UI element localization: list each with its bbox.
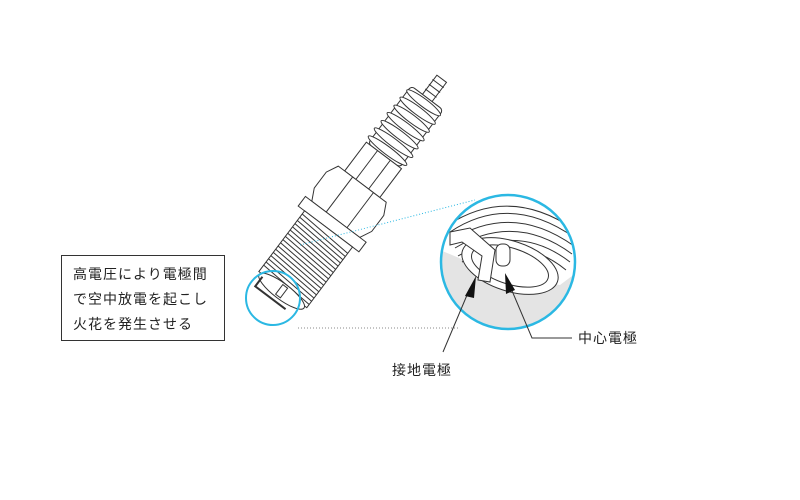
center-electrode-leader xyxy=(505,273,572,339)
spark-plug xyxy=(253,74,448,311)
ground-electrode xyxy=(449,227,496,283)
description-callout: 高電圧により電極間 で空中放電を起こし 火花を発生させる xyxy=(61,255,225,341)
insulator-ribs xyxy=(367,87,443,167)
ground-electrode-label: 接地電極 xyxy=(392,363,452,379)
ground-electrode-leader xyxy=(442,276,476,353)
magnified-electrode-view xyxy=(442,196,574,328)
callout-line: で空中放電を起こし xyxy=(73,292,208,308)
hex-nut xyxy=(297,165,387,253)
magnify-circle xyxy=(439,193,577,331)
tip-highlight-circle xyxy=(245,270,301,326)
callout-line: 火花を発生させる xyxy=(73,317,193,333)
center-electrode-label: 中心電極 xyxy=(578,331,638,347)
electrode-tip xyxy=(253,272,305,311)
center-electrode xyxy=(495,243,511,267)
callout-line: 高電圧により電極間 xyxy=(73,267,208,283)
magnify-connector-top xyxy=(299,199,476,246)
